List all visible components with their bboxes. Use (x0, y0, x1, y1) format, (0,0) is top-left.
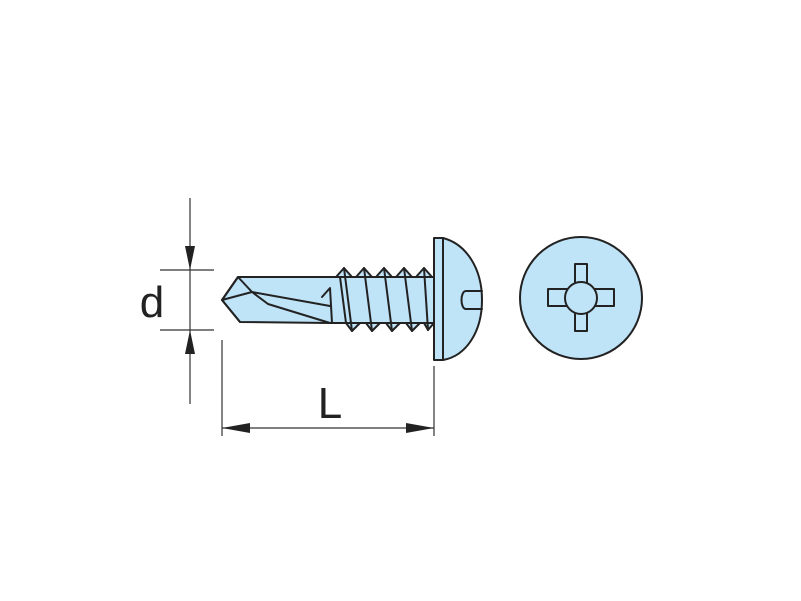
drill-flute (321, 287, 333, 324)
length-dimension: L (221, 340, 435, 436)
diameter-label: d (140, 278, 164, 327)
screw-head-top-view (519, 236, 643, 360)
screw-side-view (221, 237, 483, 361)
screw-shank (221, 276, 435, 324)
head-recess-profile (460, 290, 483, 310)
arrow-up-icon (185, 330, 195, 354)
arrow-left-icon (222, 423, 250, 433)
arrow-down-icon (185, 246, 195, 270)
screw-head-flange (433, 237, 444, 361)
arrow-right-icon (406, 423, 434, 433)
diameter-dimension: d (140, 198, 214, 404)
thread-helix (339, 267, 429, 332)
thread-crests-bottom (345, 322, 435, 332)
phillips-center-circle (564, 281, 598, 315)
length-label: L (318, 379, 342, 428)
drill-point-facets (221, 276, 331, 324)
